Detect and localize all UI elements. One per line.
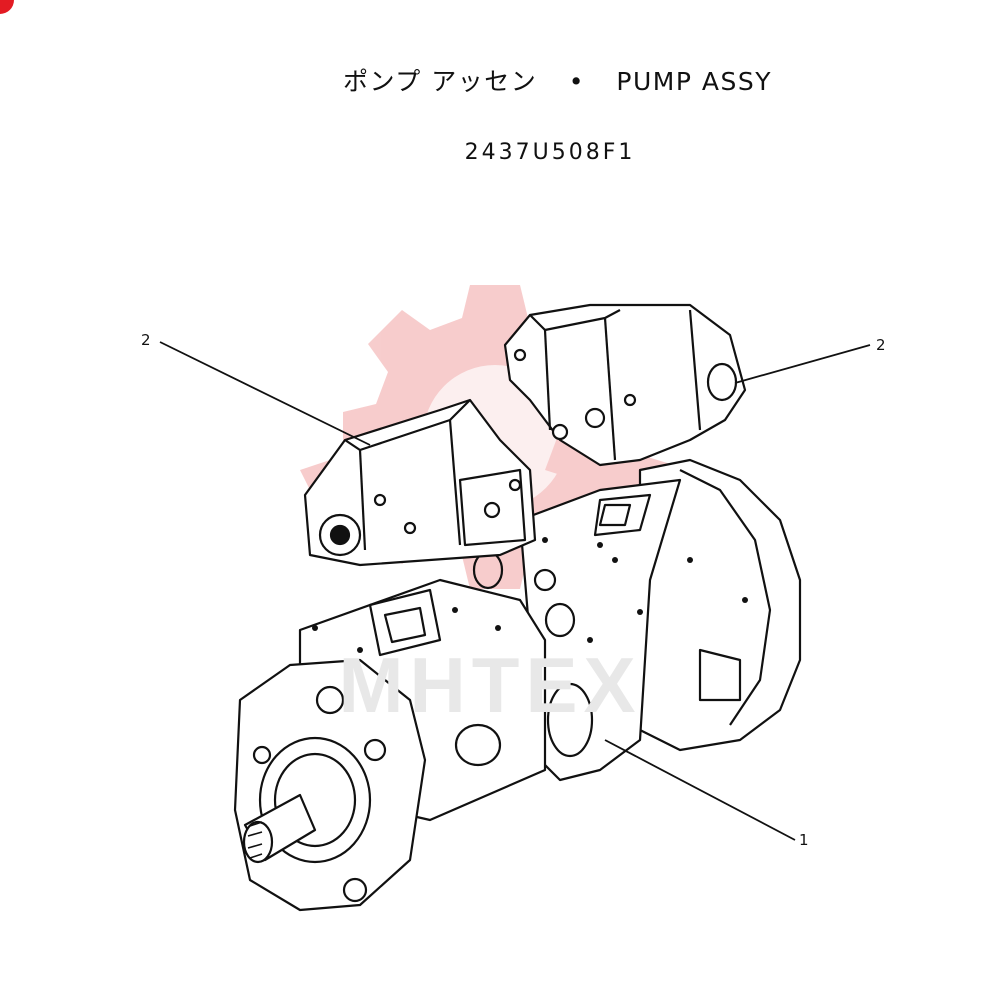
- part-number: 2437U508F1: [464, 140, 636, 165]
- watermark-text: MHTEX: [339, 641, 642, 729]
- callout-label-pump-body: 1: [799, 831, 809, 849]
- pump-body: [233, 458, 802, 912]
- title-english: PUMP ASSY: [616, 67, 772, 96]
- leader-line-right-regulator: [734, 344, 871, 384]
- callout-label-left-regulator: 2: [141, 331, 151, 349]
- leader-lines: [159, 341, 871, 841]
- leader-line-left-regulator: [159, 341, 371, 446]
- title-separator: •: [568, 67, 585, 96]
- right-regulator: [503, 303, 747, 467]
- callout-label-right-regulator: 2: [876, 336, 886, 354]
- title-japanese: ポンプ アッセン: [343, 67, 538, 96]
- leader-line-pump-body: [604, 739, 796, 841]
- page-title: ポンプ アッセン • PUMP ASSY: [0, 62, 1000, 98]
